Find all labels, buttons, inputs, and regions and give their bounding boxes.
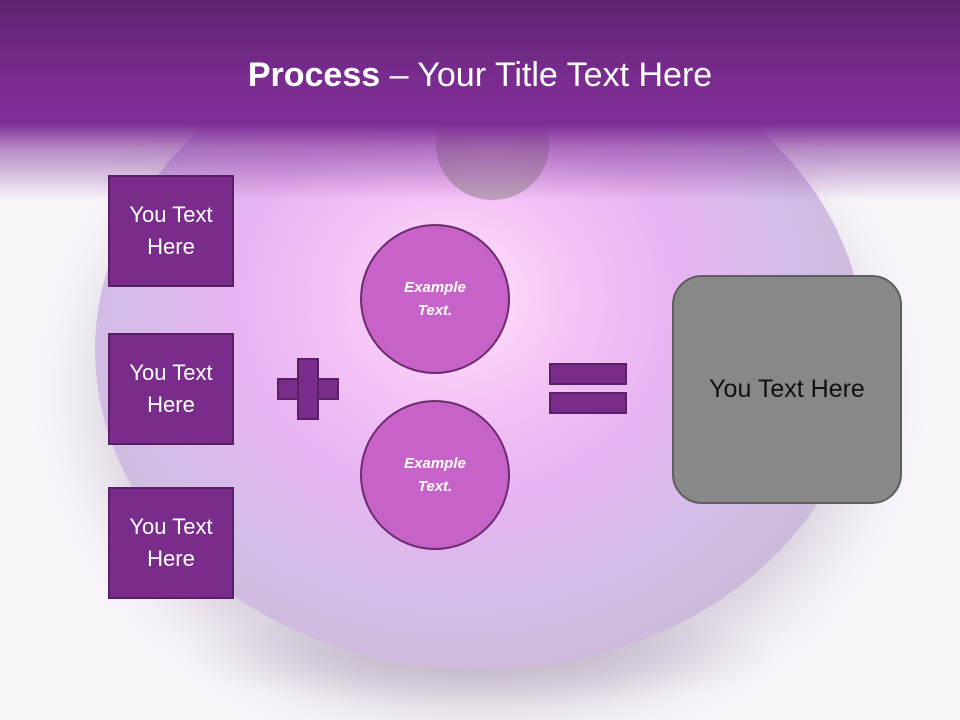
left-box-2: You Text Here: [108, 333, 234, 445]
circle-1: Example Text.: [360, 224, 510, 374]
left-box-1: You Text Here: [108, 175, 234, 287]
result-box: You Text Here: [672, 275, 902, 504]
left-box-3: You Text Here: [108, 487, 234, 599]
title-bold: Process: [247, 56, 381, 94]
plus-icon: [277, 358, 339, 420]
slide-title: Process – Your Title Text Here: [0, 52, 960, 98]
equals-icon-top-bar: [549, 363, 627, 385]
left-box-2-label: You Text Here: [129, 360, 213, 417]
circle-2-label: Example Text.: [404, 455, 466, 495]
circle-1-label: Example Text.: [404, 279, 466, 319]
result-label: You Text Here: [709, 375, 865, 403]
title-rest: – Your Title Text Here: [380, 56, 713, 94]
left-box-1-label: You Text Here: [129, 202, 213, 259]
left-box-3-label: You Text Here: [129, 514, 213, 571]
equals-icon-bottom-bar: [549, 392, 627, 414]
header-band: [0, 0, 960, 200]
circle-2: Example Text.: [360, 400, 510, 550]
